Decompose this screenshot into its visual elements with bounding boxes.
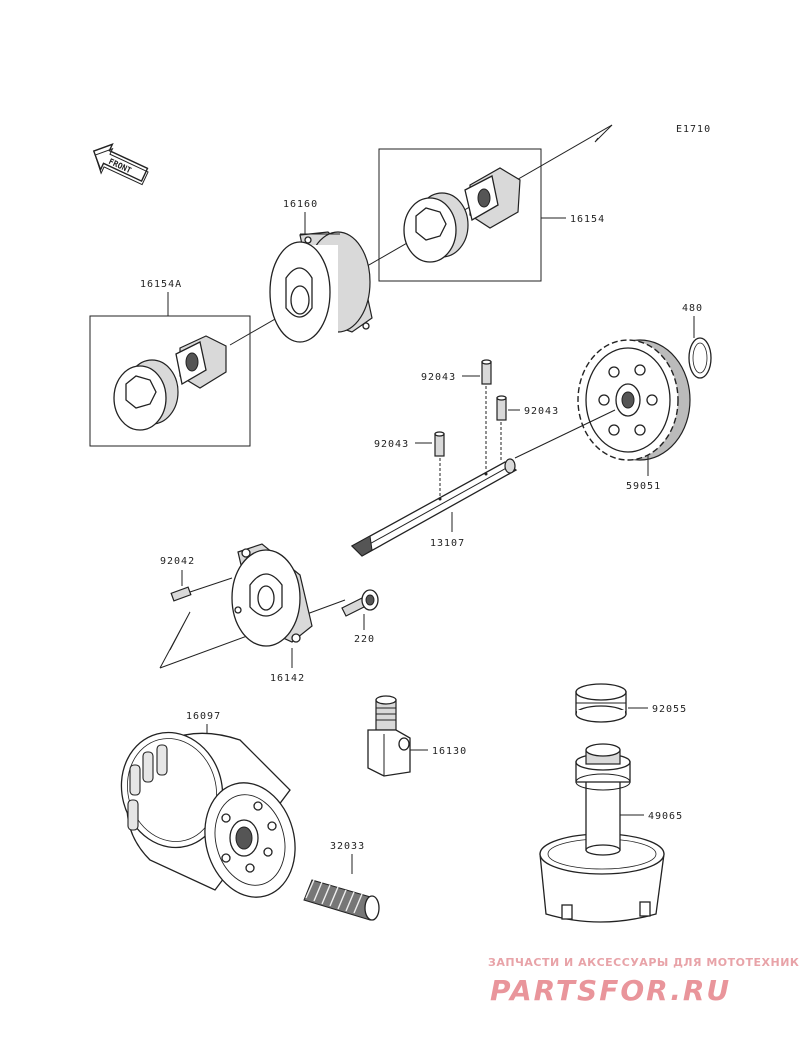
- label-16097: 16097: [186, 711, 221, 722]
- label-13107: 13107: [430, 538, 465, 549]
- rotor-set-box-16154: [378, 148, 542, 282]
- label-59051: 59051: [626, 481, 661, 492]
- axis-line-shaft: [514, 409, 616, 459]
- union-bolt-16130: [367, 695, 411, 777]
- label-32033: 32033: [330, 841, 365, 852]
- watermark-brand: PARTSFOR.RU: [490, 974, 731, 1007]
- label-220: 220: [354, 634, 375, 645]
- dowel-pin-92043-left: [434, 431, 445, 457]
- oil-filter-16097: [120, 731, 296, 898]
- label-16154: 16154: [570, 214, 605, 225]
- dowel-pin-92043-top: [481, 359, 492, 385]
- spring-32033: [303, 879, 380, 921]
- rotor-set-box-16154A: [89, 315, 251, 447]
- axis-arrow-tip: [594, 124, 613, 143]
- pump-body-16160: [269, 231, 373, 343]
- label-16142: 16142: [270, 673, 305, 684]
- axis-arrow-tip-lower: [159, 611, 191, 669]
- circlip-480: [688, 337, 712, 379]
- label-92043-left: 92043: [374, 439, 409, 450]
- label-16130: 16130: [432, 746, 467, 757]
- diagram-code: E1710: [676, 124, 711, 135]
- label-480: 480: [682, 303, 703, 314]
- oil-pump-gear-59051: [577, 339, 691, 461]
- label-92043-right: 92043: [524, 406, 559, 417]
- valve-housing-49065: [539, 743, 665, 923]
- watermark-tagline: ЗАПЧАСТИ И АКСЕССУАРЫ ДЛЯ МОТОТЕХНИКИ: [488, 956, 800, 969]
- seal-cap-92055: [575, 683, 627, 723]
- label-49065: 49065: [648, 811, 683, 822]
- dowel-pin-92043-right: [496, 395, 507, 421]
- label-16154A: 16154A: [140, 279, 182, 290]
- label-16160: 16160: [283, 199, 318, 210]
- pump-shaft-13107: [350, 458, 518, 557]
- dowel-pin-92042: [170, 586, 192, 602]
- front-arrow-icon: FRONT: [92, 143, 149, 186]
- inner-rotor-16154: [464, 167, 521, 229]
- pump-cover-16142: [231, 543, 313, 647]
- pin-guide-92042: [189, 577, 233, 593]
- bolt-220: [341, 589, 379, 617]
- label-92043-top: 92043: [421, 372, 456, 383]
- label-92055: 92055: [652, 704, 687, 715]
- outer-rotor-16154: [403, 192, 469, 263]
- inner-rotor-16154A: [175, 335, 227, 389]
- outer-rotor-16154A: [113, 359, 179, 431]
- label-92042: 92042: [160, 556, 195, 567]
